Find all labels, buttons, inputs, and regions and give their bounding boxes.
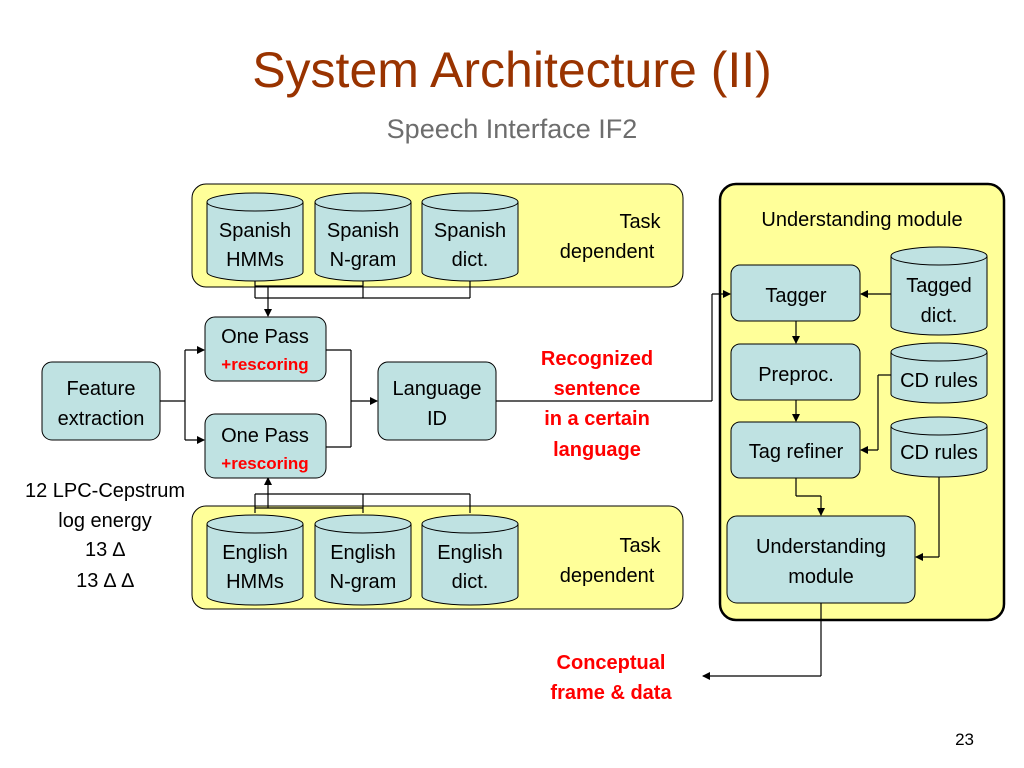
spanish-hmms-line2: HMMs: [226, 249, 284, 271]
recognized-line4: language: [553, 439, 641, 461]
english-dict-db: English dict.: [421, 514, 519, 606]
english-task-label-line1: Task: [619, 535, 661, 557]
spanish-resource-connectors: [254, 281, 471, 317]
english-task-label-line2: dependent: [560, 565, 655, 587]
english-hmms-line1: English: [222, 542, 288, 564]
preproc-label: Preproc.: [758, 364, 834, 386]
spanish-ngram-line1: Spanish: [327, 220, 399, 242]
conceptual-frame-label: Conceptual frame & data: [550, 652, 672, 704]
preproc-box: Preproc.: [730, 343, 861, 401]
english-ngram-line2: N-gram: [330, 571, 397, 593]
understanding-module-line2: module: [788, 566, 854, 588]
tagged-dict-line2: dict.: [921, 305, 958, 327]
feature-extraction-line2: extraction: [58, 408, 145, 430]
language-id-box: Language ID: [377, 361, 497, 441]
language-to-tagger-connector: [496, 290, 731, 402]
slide-subtitle: Speech Interface IF2: [386, 114, 638, 144]
spanish-dict-line2: dict.: [452, 249, 489, 271]
tagger-label: Tagger: [765, 285, 826, 307]
tagger-box: Tagger: [730, 264, 861, 322]
cd-rules-2-db: CD rules: [890, 416, 988, 478]
understanding-module-box: Understanding module: [726, 515, 916, 604]
rescoring-top-label: +rescoring: [221, 355, 308, 374]
spanish-task-label-line2: dependent: [560, 241, 655, 263]
feature-param-1: 12 LPC-Cepstrum: [25, 480, 185, 502]
cd-rules-2-connector: [915, 477, 940, 561]
cd-rules-2-label: CD rules: [900, 442, 978, 464]
tag-refiner-label: Tag refiner: [749, 441, 844, 463]
feature-parameters: 12 LPC-Cepstrum log energy 13 ∆ 13 ∆ ∆: [25, 480, 185, 592]
output-connector: [702, 603, 822, 680]
spanish-dict-line1: Spanish: [434, 220, 506, 242]
feature-param-2: log energy: [58, 510, 151, 532]
spanish-ngram-line2: N-gram: [330, 249, 397, 271]
one-pass-bottom-box: One Pass +rescoring: [204, 413, 327, 479]
slide-title: System Architecture (II): [252, 42, 772, 98]
spanish-task-label-line1: Task: [619, 211, 661, 233]
language-id-line1: Language: [393, 378, 482, 400]
recognized-line2: sentence: [554, 378, 641, 400]
cd-rules-1-db: CD rules: [890, 342, 988, 404]
recognized-sentence-label: Recognized sentence in a certain languag…: [541, 348, 653, 461]
tagged-dict-db: Tagged dict.: [890, 246, 988, 336]
feature-split-connectors: [160, 346, 205, 444]
english-hmms-line2: HMMs: [226, 571, 284, 593]
one-pass-bottom-label: One Pass: [221, 425, 309, 447]
english-ngram-db: English N-gram: [314, 514, 412, 606]
spanish-hmms-line1: Spanish: [219, 220, 291, 242]
english-resource-connectors: [254, 477, 471, 513]
english-ngram-line1: English: [330, 542, 396, 564]
tag-refiner-to-module-connector: [795, 478, 825, 516]
feature-extraction-line1: Feature: [67, 378, 136, 400]
conceptual-line1: Conceptual: [557, 652, 666, 674]
english-dict-line2: dict.: [452, 571, 489, 593]
one-pass-top-box: One Pass +rescoring: [204, 316, 327, 382]
english-hmms-db: English HMMs: [206, 514, 304, 606]
understanding-module-line1: Understanding: [756, 536, 886, 558]
feature-param-3: 13 ∆: [85, 539, 126, 561]
feature-param-4: 13 ∆ ∆: [76, 570, 135, 592]
spanish-ngram-db: Spanish N-gram: [314, 192, 412, 282]
rescoring-bottom-label: +rescoring: [221, 454, 308, 473]
merge-connectors: [326, 349, 378, 448]
feature-extraction-box: Feature extraction: [41, 361, 161, 441]
recognized-line1: Recognized: [541, 348, 653, 370]
spanish-hmms-db: Spanish HMMs: [206, 192, 304, 282]
english-dict-line1: English: [437, 542, 503, 564]
cd-rules-1-label: CD rules: [900, 370, 978, 392]
page-number: 23: [955, 730, 974, 749]
recognized-line3: in a certain: [544, 408, 650, 430]
tag-refiner-box: Tag refiner: [730, 421, 861, 479]
one-pass-top-label: One Pass: [221, 326, 309, 348]
tagged-dict-line1: Tagged: [906, 275, 972, 297]
understanding-panel-title: Understanding module: [761, 209, 962, 231]
conceptual-line2: frame & data: [550, 682, 672, 704]
cd-rules-1-connector: [860, 374, 891, 454]
spanish-dict-db: Spanish dict.: [421, 192, 519, 282]
language-id-line2: ID: [427, 408, 447, 430]
